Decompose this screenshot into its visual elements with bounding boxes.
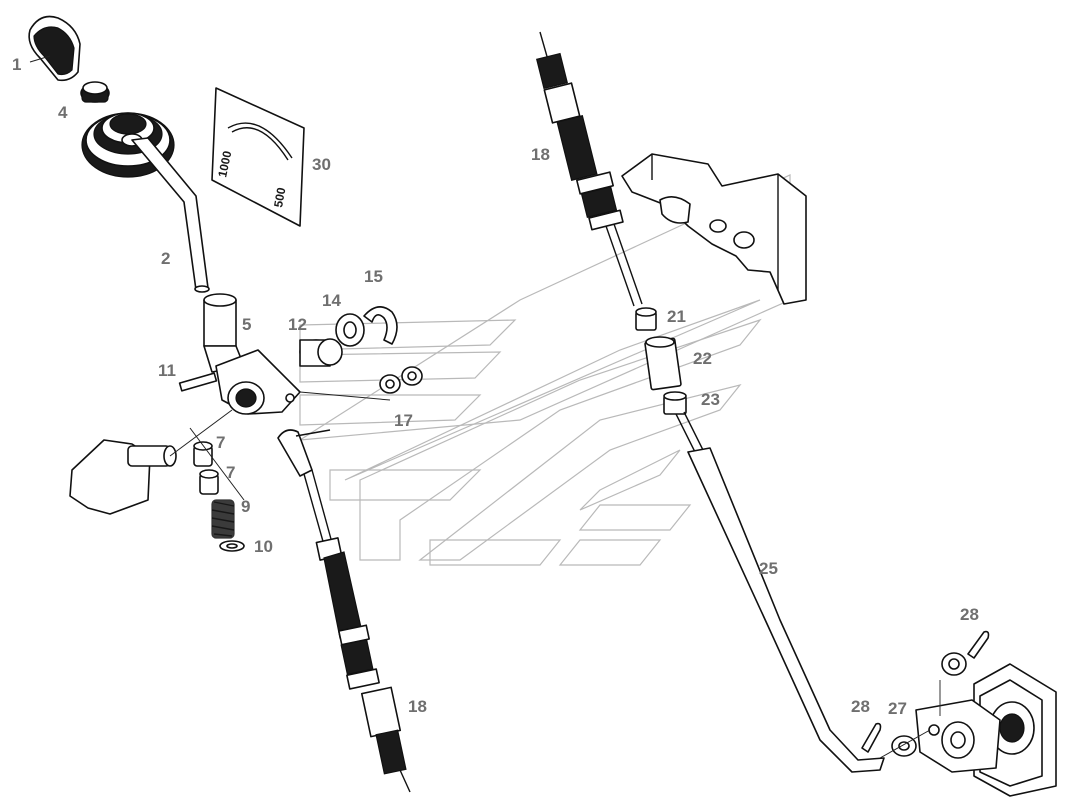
lever-rod xyxy=(131,137,210,293)
pin xyxy=(178,372,218,392)
decal-label-high: 1000 xyxy=(215,149,234,178)
callout-10: 10 xyxy=(254,537,273,556)
clevis-arm xyxy=(915,680,1001,773)
callout-labels: 1 4 2 30 5 12 14 15 11 17 7 7 9 10 18 18… xyxy=(12,55,979,718)
callout-17: 17 xyxy=(394,411,413,430)
callout-25: 25 xyxy=(759,559,778,578)
callout-15: 15 xyxy=(364,267,383,286)
spring-washer xyxy=(219,540,245,552)
lever-nut xyxy=(80,81,110,103)
cable-lower xyxy=(277,429,411,793)
callout-22: 22 xyxy=(693,349,712,368)
roller-lower xyxy=(199,469,219,495)
callout-23: 23 xyxy=(701,390,720,409)
callout-28-bottom: 28 xyxy=(851,697,870,716)
callout-21: 21 xyxy=(667,307,686,326)
pto-housing xyxy=(973,663,1057,797)
cam-shaft xyxy=(69,409,233,515)
cable-upper xyxy=(536,31,643,307)
lever-arm xyxy=(215,349,391,415)
speed-decal: 1000 500 xyxy=(211,87,305,227)
knob xyxy=(28,15,81,82)
cotter-pin-top xyxy=(967,630,990,659)
watermark-logo xyxy=(299,174,791,566)
callout-30: 30 xyxy=(312,155,331,174)
washer-top xyxy=(941,652,967,676)
washer xyxy=(335,313,365,347)
spring xyxy=(211,499,235,539)
callout-1: 1 xyxy=(12,55,21,74)
callout-9: 9 xyxy=(241,497,250,516)
nut-washer xyxy=(379,366,423,394)
lock-nut-upper xyxy=(635,307,657,331)
callout-14: 14 xyxy=(322,291,341,310)
callout-28-top: 28 xyxy=(960,605,979,624)
callout-11: 11 xyxy=(158,361,176,380)
washer-27 xyxy=(891,735,917,757)
callout-27: 27 xyxy=(888,699,907,718)
callout-12: 12 xyxy=(288,315,307,334)
callout-18-top: 18 xyxy=(531,145,550,164)
callout-2: 2 xyxy=(161,249,170,268)
callout-5: 5 xyxy=(242,315,251,334)
cotter-pin-bottom xyxy=(861,722,882,753)
callout-7-upper: 7 xyxy=(216,433,225,452)
circlip xyxy=(363,306,398,345)
control-rod xyxy=(675,411,885,773)
callout-7-lower: 7 xyxy=(226,463,235,482)
callout-4: 4 xyxy=(58,103,68,122)
decal-label-low: 500 xyxy=(271,186,288,208)
lock-nut-lower xyxy=(663,391,687,415)
mounting-bracket xyxy=(621,153,807,305)
callout-18-bottom: 18 xyxy=(408,697,427,716)
coupling-sleeve xyxy=(644,336,682,391)
bushing xyxy=(299,338,343,367)
